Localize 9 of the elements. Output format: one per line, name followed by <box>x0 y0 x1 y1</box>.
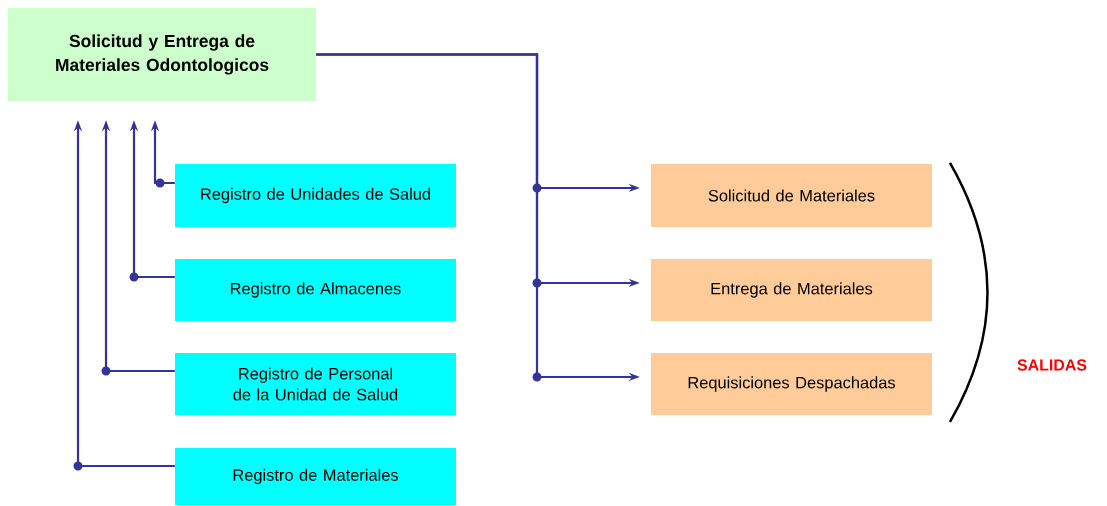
process-box: Registro de Unidades de Salud <box>175 164 456 227</box>
process-box: Entrega de Materiales <box>651 259 932 321</box>
process-box: Registro de Materiales <box>175 448 456 505</box>
title-box: Solicitud y Entrega de Materiales Odontologicos <box>8 8 316 101</box>
process-box: Registro de Almacenes <box>175 259 456 321</box>
process-box: Requisiciones Despachadas <box>651 353 932 415</box>
label: SALIDAS <box>1017 359 1087 371</box>
process-box: Registro de Personal de la Unidad de Salud <box>175 353 456 415</box>
process-box: Solicitud de Materiales <box>651 164 932 227</box>
